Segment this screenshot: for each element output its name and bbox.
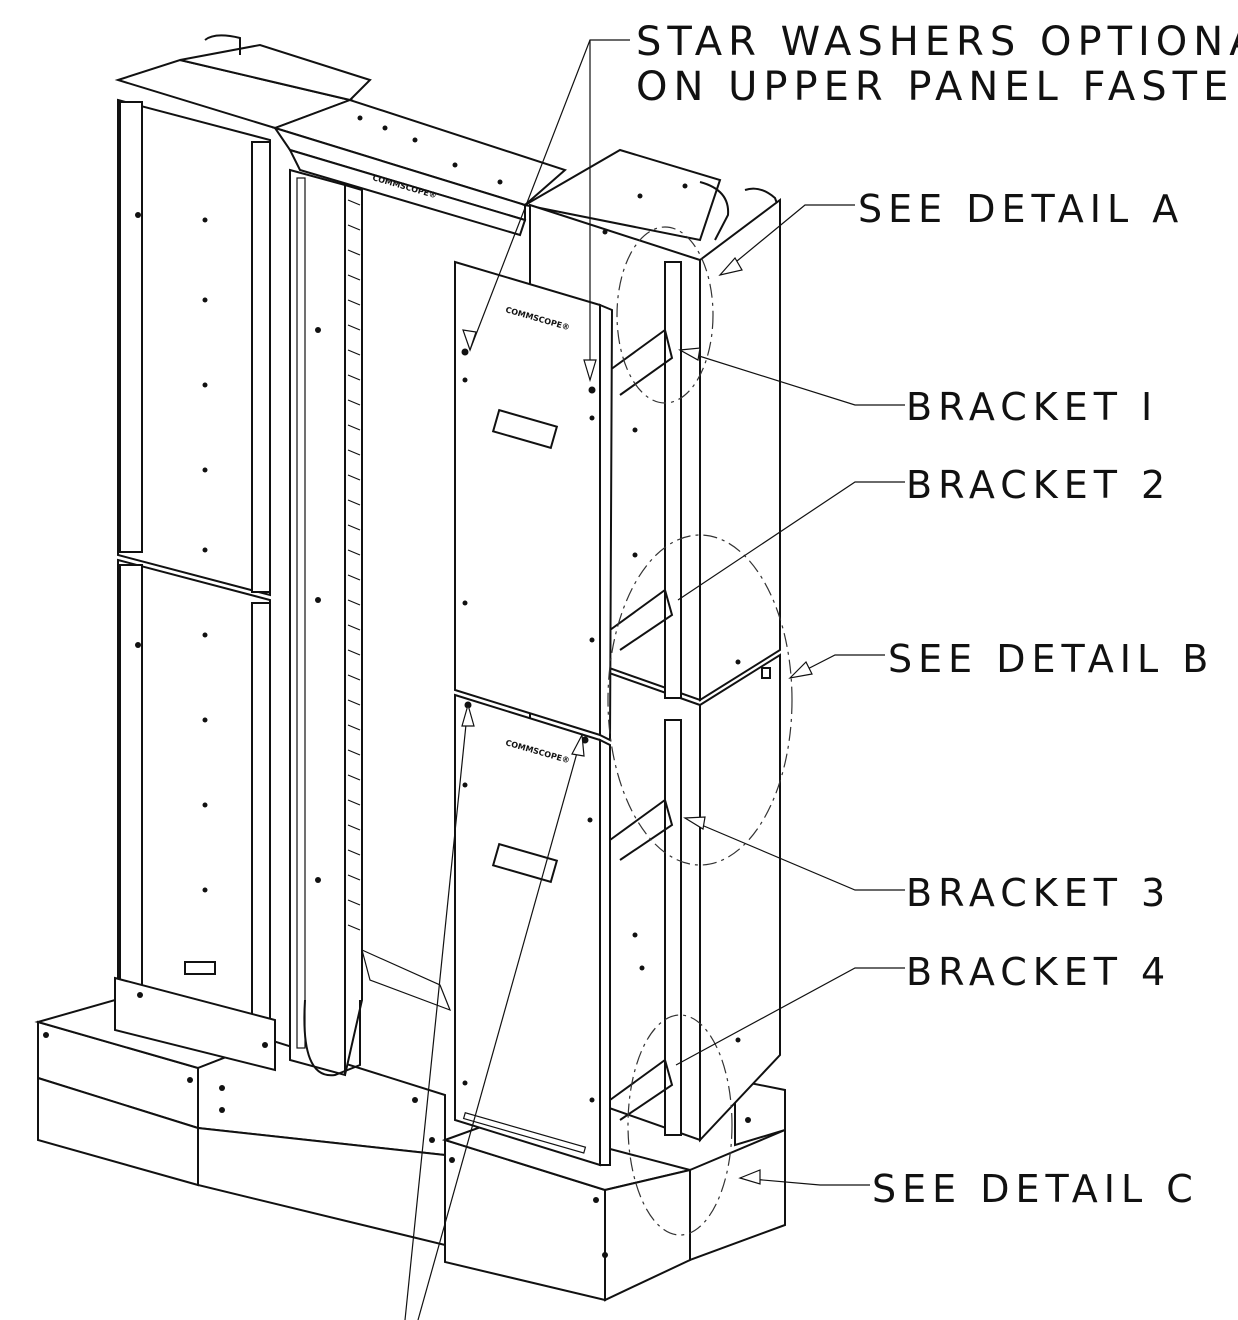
leader-lines [404,39,905,1320]
front-panels [454,260,614,1167]
note-star-washers-line1: STAR WASHERS OPTIONAL [636,19,1238,65]
callout-detail-c: SEE DETAIL C [872,1167,1199,1211]
callout-detail-b: SEE DETAIL B [888,637,1214,681]
left-cabinet-holes [135,212,303,1058]
detail-c-circle [627,1014,733,1236]
detail-b-circle [607,534,793,866]
callout-bracket-4: BRACKET 4 [906,950,1171,994]
frame-holes [315,115,503,883]
left-cabinet [114,34,372,1072]
detail-a-circle [616,226,714,404]
callout-bracket-1: BRACKET I [906,385,1158,429]
callout-bracket-3: BRACKET 3 [906,871,1171,915]
callout-bracket-2: BRACKET 2 [906,463,1171,507]
right-cabinet-holes [602,183,741,1043]
note-star-washers-line2: ON UPPER PANEL FASTENERS. [636,64,1238,110]
center-rack-frame [271,98,567,1077]
callout-detail-a: SEE DETAIL A [858,187,1184,231]
